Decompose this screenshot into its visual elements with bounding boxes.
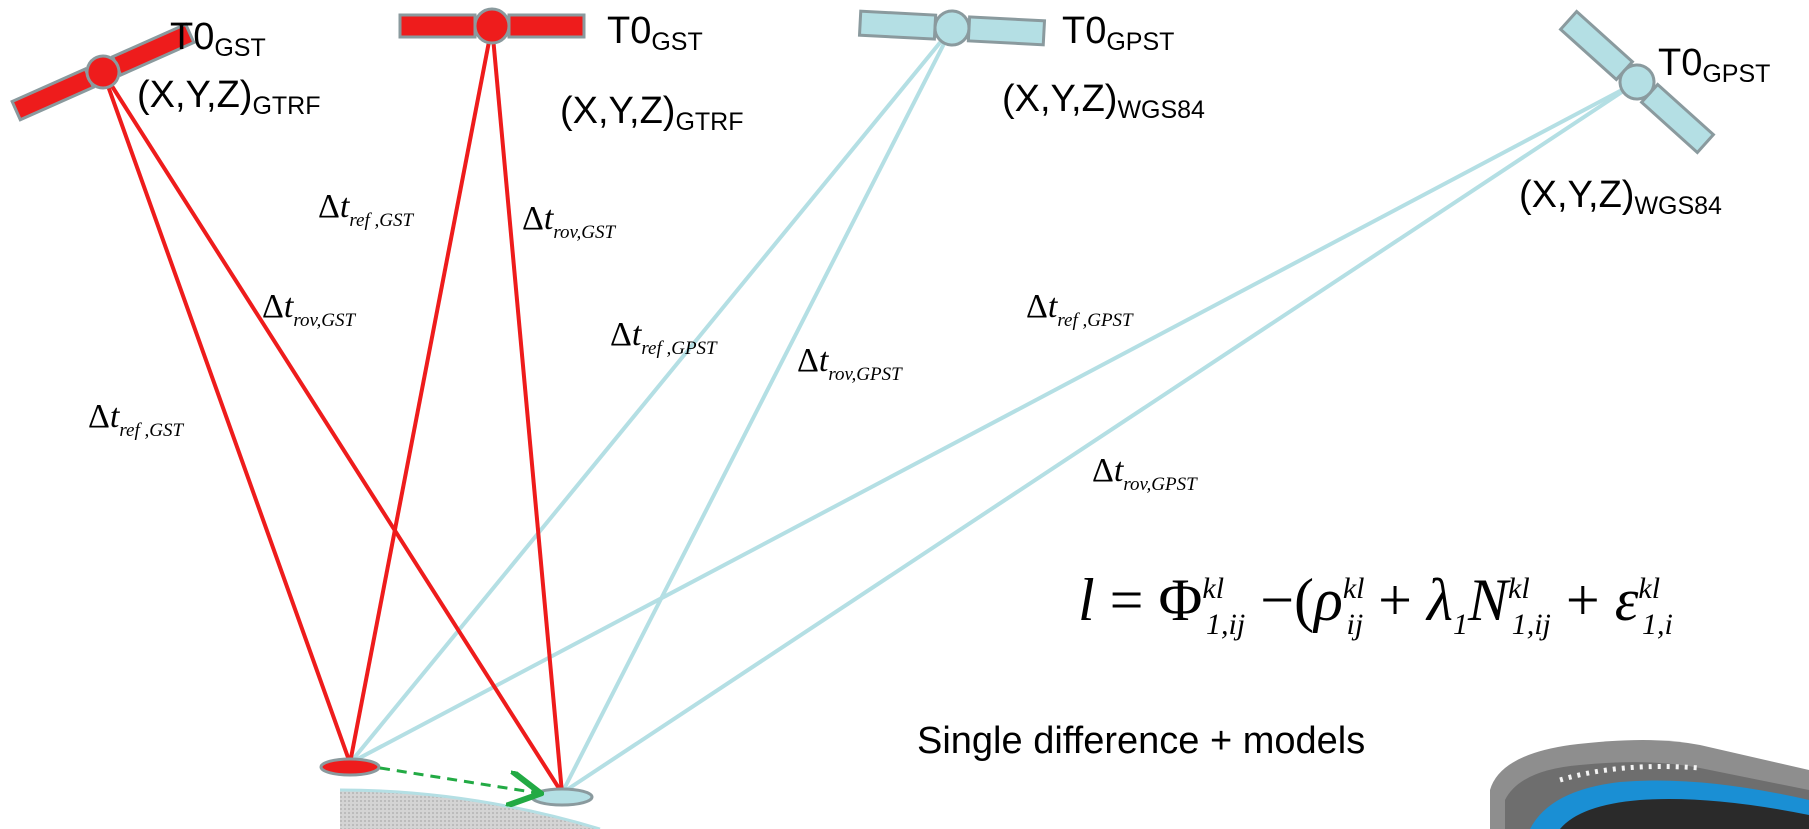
dt3-delta: Δ [262,288,284,325]
sat2-time-label: T0GST [607,12,703,55]
formula-eps: ε [1614,567,1639,633]
dt7-delta: Δ [1026,288,1048,325]
link-rov-gst-sat1 [101,70,564,795]
dt3-var: t [283,288,294,325]
formula-minus: −( [1245,567,1315,633]
dt5-var: t [631,316,642,353]
satellite-gst-2 [398,7,586,45]
sat1-frame-label: (X,Y,Z)GTRF [137,76,320,119]
link-ref-gpst-sat4 [349,80,1638,765]
sat3-frame-sub: WGS84 [1117,96,1205,124]
sat4-frame-sub: WGS84 [1634,192,1722,220]
sat4-time-text: T0 [1658,42,1703,84]
formula-rho: ρ [1314,567,1343,633]
dt4-delta: Δ [88,398,110,435]
label-dt-ref-gst-sat2: Δtref ,GST [318,188,414,231]
sat4-time-label: T0GPST [1658,44,1770,87]
dt8-sub: rov,GPST [1123,474,1197,495]
sat3-time-text: T0 [1062,10,1107,52]
sat4-time-sub: GPST [1702,60,1771,88]
dt4-var: t [109,398,120,435]
rover-receiver [530,787,594,807]
sat1-frame-text: (X,Y,Z) [137,74,253,116]
dt1-sub: ref ,GST [349,210,414,231]
link-ref-gst-sat1 [101,71,352,764]
label-dt-rov-gst-sat1: Δtrov,GST [262,288,356,331]
sat3-frame-text: (X,Y,Z) [1002,78,1118,120]
observation-equation: l = Φkl1,ij −(ρklij + λ1Nkl1,ij + εkl1,i [1078,570,1673,640]
antenna-graphic [1490,740,1809,829]
dt7-sub: ref ,GPST [1057,310,1133,331]
label-dt-ref-gpst-sat3: Δtref ,GPST [610,316,717,359]
sat1-time-sub: GST [214,34,266,62]
sat4-frame-text: (X,Y,Z) [1519,174,1635,216]
satellite-gpst-4 [1558,9,1716,155]
sat3-time-label: T0GPST [1062,12,1174,55]
link-ref-gst-sat2 [348,25,494,764]
label-dt-rov-gpst-sat3: Δtrov,GPST [797,342,902,385]
label-dt-ref-gst-sat1: Δtref ,GST [88,398,184,441]
gpst-links [348,26,1639,795]
formula-rho-sub: ij [1346,608,1364,641]
dt1-var: t [339,188,350,225]
dt7-var: t [1047,288,1058,325]
sat3-frame-label: (X,Y,Z)WGS84 [1002,80,1205,123]
dt6-delta: Δ [797,342,819,379]
dt8-var: t [1113,452,1124,489]
label-dt-rov-gst-sat2: Δtrov,GST [522,200,616,243]
dt2-var: t [543,200,554,237]
formula-lambda-sub: 1 [1453,608,1469,641]
dt5-sub: ref ,GPST [641,338,717,359]
sat2-time-text: T0 [607,10,652,52]
dt1-delta: Δ [318,188,340,225]
dt4-sub: ref ,GST [119,420,184,441]
link-rov-gpst-sat4 [560,80,1639,795]
formula-eq: = Φ [1094,567,1203,633]
dt2-delta: Δ [522,200,544,237]
label-dt-rov-gpst-sat4: Δtrov,GPST [1092,452,1197,495]
caption: Single difference + models [917,720,1366,762]
formula-lhs: l [1078,567,1095,633]
dt3-sub: rov,GST [293,310,356,331]
dt6-sub: rov,GPST [828,364,902,385]
sat2-time-sub: GST [651,28,703,56]
satellite-gpst-3 [857,9,1047,47]
link-rov-gpst-sat3 [560,27,954,794]
dt8-delta: Δ [1092,452,1114,489]
formula-rho-sup: kl [1342,572,1365,605]
dt5-delta: Δ [610,316,632,353]
sat1-time-text: T0 [170,16,215,58]
sat2-frame-sub: GTRF [675,108,744,136]
earth-surface-edge [339,788,601,829]
label-dt-ref-gpst-sat4: Δtref ,GPST [1026,288,1133,331]
satellite-gst-1 [10,22,196,122]
formula-phi-sub: 1,ij [1206,608,1246,641]
formula-phi-sup: kl [1202,572,1225,605]
sat2-frame-text: (X,Y,Z) [560,90,676,132]
sat2-frame-label: (X,Y,Z)GTRF [560,92,743,135]
dt6-var: t [818,342,829,379]
dt2-sub: rov,GST [553,222,616,243]
reference-receiver [319,757,381,777]
baseline-arrow [379,766,538,793]
sat3-time-sub: GPST [1106,28,1175,56]
sat1-frame-sub: GTRF [252,92,321,120]
earth-surface [340,790,600,829]
formula-n-sub: 1,ij [1511,608,1551,641]
formula-eps-sup: kl [1638,572,1661,605]
formula-plus1: + [1363,567,1428,633]
link-ref-gpst-sat3 [348,26,954,765]
formula-lambda: λ [1427,567,1454,633]
sat1-time-label: T0GST [170,18,266,61]
formula-eps-sub: 1,i [1642,608,1673,641]
link-rov-gst-sat2 [490,25,564,794]
gst-links [101,25,564,795]
formula-plus2: + [1550,567,1615,633]
sat4-frame-label: (X,Y,Z)WGS84 [1519,176,1722,219]
formula-n: N [1468,567,1509,633]
formula-n-sup: kl [1508,572,1530,605]
